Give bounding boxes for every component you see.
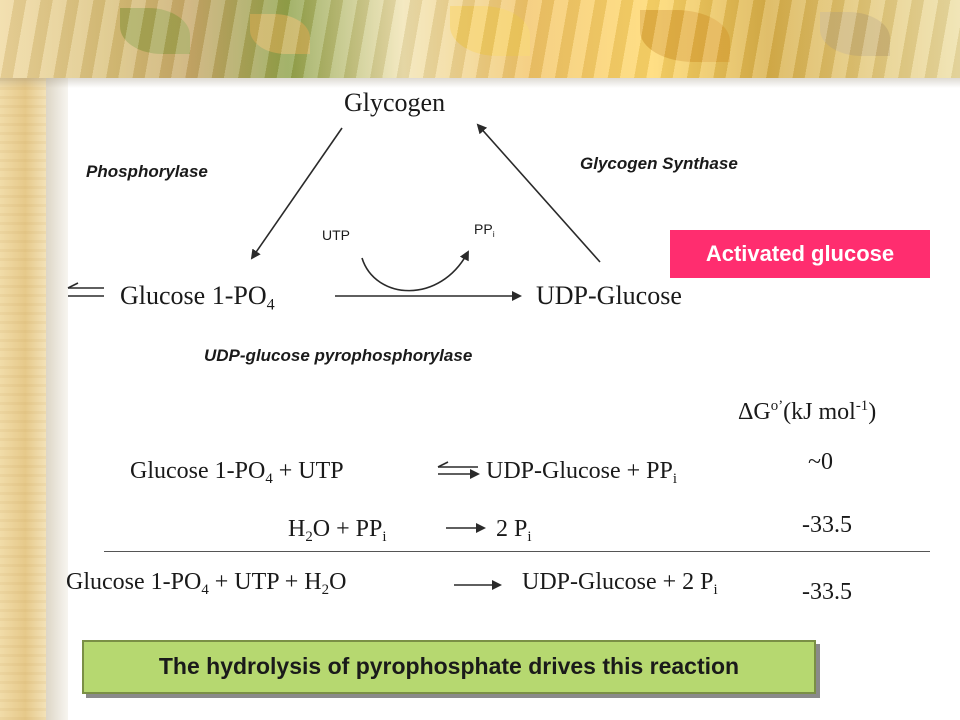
equilibrium-arrow-left	[67, 282, 104, 297]
sum-divider-line	[104, 551, 930, 552]
conclusion-box: The hydrolysis of pyrophosphate drives t…	[82, 640, 816, 694]
decorative-top-banner	[0, 0, 960, 78]
cofactor-utp: UTP	[322, 227, 350, 243]
arrow-phosphorylase	[250, 127, 343, 260]
equilibrium-arrow-reaction1	[437, 461, 480, 479]
arrow-glycogen-synthase	[476, 123, 601, 263]
net-reaction-delta-g: -33.5	[802, 579, 852, 605]
enzyme-udp-glucose-pyrophosphorylase: UDP-glucose pyrophosphorylase	[204, 346, 473, 365]
activated-glucose-callout: Activated glucose	[670, 230, 930, 278]
net-reaction-lhs: Glucose 1-PO4 + UTP + H2O	[66, 569, 347, 599]
reaction1-lhs: Glucose 1-PO4 + UTP	[130, 458, 344, 488]
enzyme-phosphorylase: Phosphorylase	[86, 162, 208, 181]
node-glycogen: Glycogen	[344, 88, 446, 117]
reaction1-rhs: UDP-Glucose + PPi	[486, 458, 678, 488]
reaction2-rhs: 2 Pi	[496, 516, 532, 546]
reaction1-delta-g: ~0	[808, 449, 833, 475]
arrow-utp-to-ppi	[361, 250, 469, 292]
cofactor-ppi: PPi	[474, 221, 495, 240]
reaction2-lhs: H2O + PPi	[288, 516, 387, 546]
reaction2-delta-g: -33.5	[802, 512, 852, 538]
enzyme-glycogen-synthase: Glycogen Synthase	[580, 154, 738, 173]
net-reaction-rhs: UDP-Glucose + 2 Pi	[522, 569, 718, 599]
decorative-side-shadow	[46, 78, 68, 720]
decorative-banner-shadow	[0, 78, 960, 88]
node-udp-glucose: UDP-Glucose	[536, 281, 682, 310]
delta-g-header: ΔGo’(kJ mol-1)	[738, 398, 877, 425]
decorative-side-band	[0, 0, 46, 720]
node-glucose-1-po4: Glucose 1-PO4	[120, 281, 275, 314]
